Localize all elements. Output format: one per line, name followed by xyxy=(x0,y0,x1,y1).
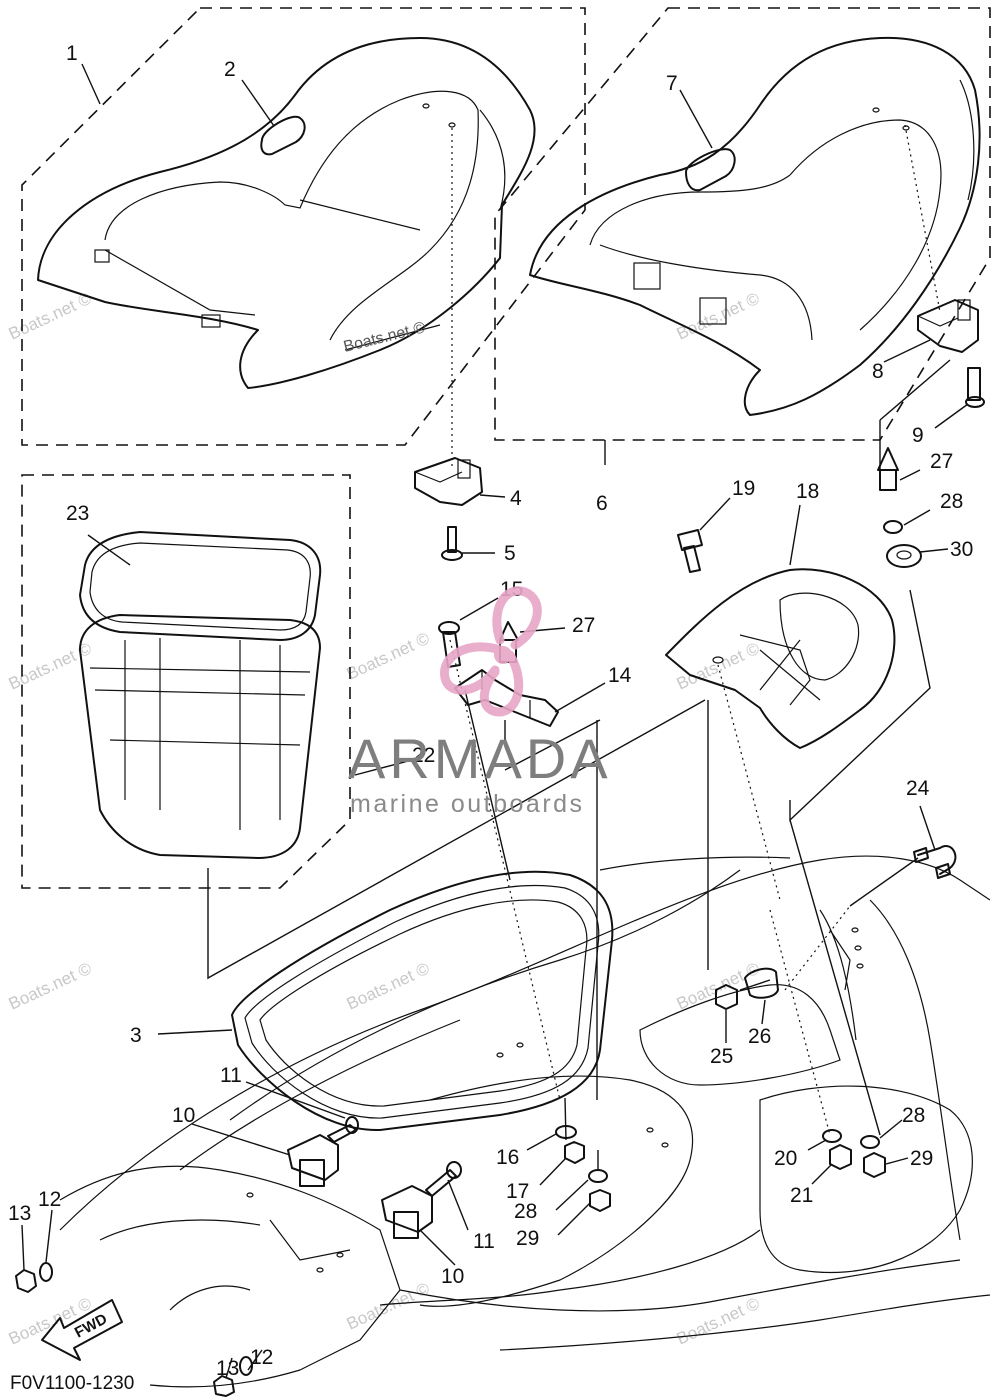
seat-latch-tab xyxy=(94,249,110,263)
nut-13-a xyxy=(15,1269,37,1293)
callout-28c: 28 xyxy=(902,1104,925,1127)
watermark: Boats.net © xyxy=(344,1279,433,1334)
callout-19: 19 xyxy=(732,477,755,500)
seat-latch-tab xyxy=(201,314,221,328)
callout-3: 3 xyxy=(130,1024,142,1047)
screw-5 xyxy=(441,526,463,561)
callout-14: 14 xyxy=(608,664,632,687)
drawing-code: F0V1100-1230 xyxy=(10,1373,134,1394)
storage-bin xyxy=(79,531,322,859)
washer-12-b xyxy=(239,1356,253,1376)
callout-8: 8 xyxy=(872,360,884,383)
watermark: Boats.net © xyxy=(6,289,95,344)
nut-13-b xyxy=(213,1375,235,1397)
callout-11b: 11 xyxy=(473,1230,495,1253)
bracket-14 xyxy=(454,669,559,727)
propeller-logo-icon xyxy=(440,586,542,717)
callout-17: 17 xyxy=(506,1180,529,1203)
callout-10b: 10 xyxy=(441,1265,464,1288)
seat-latch-tab xyxy=(699,297,727,325)
callout-9: 9 xyxy=(912,424,924,447)
callout-1: 1 xyxy=(66,42,78,65)
callout-20: 20 xyxy=(774,1147,797,1170)
watermark: Boats.net © xyxy=(344,629,433,684)
callout-26: 26 xyxy=(748,1025,771,1048)
callout-10: 10 xyxy=(172,1104,195,1127)
seat-handle-2 xyxy=(260,115,306,156)
callout-22: 22 xyxy=(412,744,435,767)
watermark: Boats.net © xyxy=(674,1294,763,1349)
callout-28b: 28 xyxy=(514,1200,537,1223)
front-seat-group-outline xyxy=(21,7,586,446)
front-seat: Boats.net © xyxy=(37,37,536,389)
washer-28 xyxy=(883,520,903,534)
callout-21: 21 xyxy=(790,1184,813,1207)
leader-lines xyxy=(21,63,969,1379)
rear-seat-group-outline xyxy=(494,7,991,441)
callout-7: 7 xyxy=(666,72,678,95)
washer-28-c xyxy=(860,1135,880,1149)
u-bolt-24 xyxy=(913,845,957,879)
washer-20 xyxy=(822,1129,842,1143)
nut-29-a xyxy=(589,1189,611,1212)
callout-16: 16 xyxy=(496,1146,519,1169)
reference-lines xyxy=(207,359,951,1170)
callout-27b: 27 xyxy=(572,614,595,637)
nut-17 xyxy=(564,1141,585,1164)
callout-29b: 29 xyxy=(910,1147,933,1170)
callout-30: 30 xyxy=(950,538,973,561)
callout-12: 12 xyxy=(38,1188,61,1211)
callout-25: 25 xyxy=(710,1045,733,1068)
seat-bracket-4 xyxy=(414,457,483,506)
screw-9 xyxy=(965,367,985,408)
callout-5: 5 xyxy=(504,542,516,565)
bolt-11-b xyxy=(425,1161,462,1197)
armada-tagline: marine outboards xyxy=(350,790,585,818)
plate-26 xyxy=(744,967,779,999)
nut-21 xyxy=(829,1144,852,1170)
bolt-19 xyxy=(677,529,703,573)
nut-25 xyxy=(715,984,738,1010)
callout-11: 11 xyxy=(220,1064,242,1087)
callout-numbers: 1 2 3 4 5 6 7 8 9 10 10 11 11 12 12 13 1… xyxy=(8,42,973,1380)
watermark: Boats.net © xyxy=(344,959,433,1014)
hinge-10-b xyxy=(381,1185,433,1239)
bolt-11-a xyxy=(327,1116,359,1143)
watermarks: Boats.net © Boats.net © Boats.net © Boat… xyxy=(6,289,763,1349)
hull-deck xyxy=(59,855,991,1388)
bolt-15 xyxy=(438,621,461,668)
armada-logo: ARMADA marine outboards xyxy=(348,586,612,818)
seat-bracket-8 xyxy=(917,299,979,353)
washer-12-a xyxy=(39,1262,53,1282)
grommet-30 xyxy=(886,544,922,568)
callout-4: 4 xyxy=(510,487,522,510)
callout-12b: 12 xyxy=(250,1346,273,1369)
rear-seat xyxy=(529,36,981,416)
callout-23: 23 xyxy=(66,502,89,525)
callout-2: 2 xyxy=(224,58,236,81)
callout-18: 18 xyxy=(796,480,819,503)
callout-13b: 13 xyxy=(216,1357,239,1380)
callout-13: 13 xyxy=(8,1202,31,1225)
callout-24: 24 xyxy=(906,777,930,800)
watermark: Boats.net © xyxy=(6,959,95,1014)
callout-28: 28 xyxy=(940,490,963,513)
armada-wordmark: ARMADA xyxy=(348,727,612,790)
cup-holder-tray xyxy=(665,568,896,749)
callout-27: 27 xyxy=(930,450,953,473)
washer-28-b xyxy=(588,1169,608,1183)
nut-29-b xyxy=(863,1152,886,1178)
hinge-10-a xyxy=(287,1134,339,1187)
storage-opening-gasket xyxy=(231,870,614,1132)
storage-bin-group-outline xyxy=(21,474,351,889)
watermark: Boats.net © xyxy=(342,319,428,356)
seat-handle-7 xyxy=(685,148,736,192)
stud-27 xyxy=(877,447,899,491)
callout-29: 29 xyxy=(516,1227,539,1250)
seat-latch-tab xyxy=(633,262,661,290)
callout-6: 6 xyxy=(596,492,608,515)
watermark: Boats.net © xyxy=(674,289,763,344)
